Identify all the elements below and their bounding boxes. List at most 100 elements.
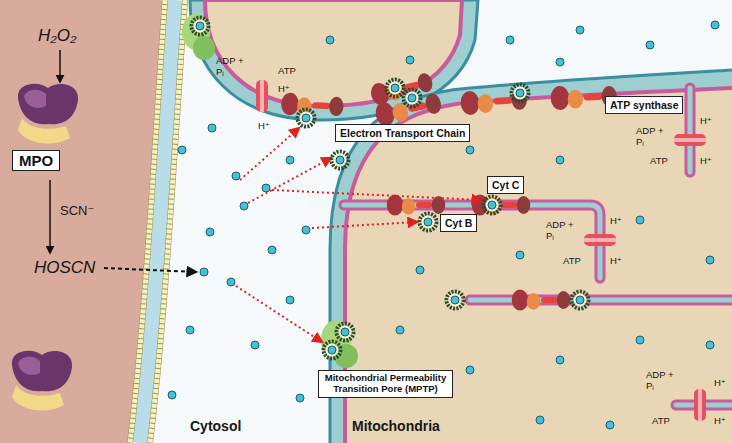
hoscn-dot bbox=[416, 266, 424, 274]
callout-box: ATP synthase bbox=[605, 96, 683, 114]
ion-label: H⁺ bbox=[714, 416, 726, 427]
hoscn-dot bbox=[208, 124, 216, 132]
reactant-label: ADP + Pᵢ bbox=[636, 126, 672, 147]
crista bbox=[470, 298, 732, 303]
hoscn-dot bbox=[576, 26, 584, 34]
attack-arrow bbox=[236, 286, 322, 342]
attack-arrow bbox=[312, 222, 417, 228]
molecule-label: H₂O₂ bbox=[38, 26, 76, 45]
crista bbox=[688, 88, 693, 172]
etc-complex bbox=[512, 290, 571, 311]
hoscn-dot bbox=[466, 366, 474, 374]
hoscn-dot bbox=[711, 21, 719, 29]
mptp-shape bbox=[193, 36, 215, 60]
ion-label: H⁺ bbox=[714, 378, 726, 389]
mpo-enzyme bbox=[18, 84, 78, 144]
hoscn-dot bbox=[466, 146, 474, 154]
bound-hoscn bbox=[572, 292, 589, 309]
hoscn-dot bbox=[406, 56, 414, 64]
attack-arrow bbox=[272, 190, 481, 200]
bound-hoscn bbox=[192, 18, 209, 35]
attack-arrow bbox=[248, 158, 331, 203]
enzyme-shape bbox=[18, 357, 40, 375]
box-text: Electron Transport Chain bbox=[340, 127, 465, 139]
box-text: MPO bbox=[19, 152, 53, 169]
reaction-arrow bbox=[59, 50, 61, 82]
bound-hoscn bbox=[512, 85, 529, 102]
ion-label: H⁺ bbox=[700, 116, 712, 127]
hoscn-dot bbox=[556, 156, 564, 164]
enzyme-shape bbox=[18, 84, 78, 125]
enzyme-shape bbox=[18, 118, 70, 144]
region-label: Cytosol bbox=[190, 419, 241, 435]
bound-hoscn bbox=[337, 324, 354, 341]
bound-hoscn bbox=[332, 152, 349, 169]
hoscn-dot bbox=[240, 202, 248, 210]
hoscn-dot bbox=[232, 172, 240, 180]
region-label: Mitochondria bbox=[352, 419, 440, 435]
bound-hoscn bbox=[298, 110, 315, 127]
hoscn-dot bbox=[516, 251, 524, 259]
product-label: ATP bbox=[652, 416, 670, 427]
bound-hoscn bbox=[484, 197, 501, 214]
callout-box: Cyt C bbox=[487, 176, 524, 194]
hoscn-dot bbox=[606, 421, 614, 429]
callout-box: Cyt B bbox=[440, 214, 477, 232]
ion-label: H⁺ bbox=[610, 256, 622, 267]
hoscn-dot bbox=[536, 416, 544, 424]
enzyme-shape bbox=[12, 351, 72, 392]
hoscn-dot bbox=[286, 296, 294, 304]
hoscn-dot bbox=[206, 228, 214, 236]
etc-complex bbox=[281, 92, 344, 118]
inner-membrane bbox=[205, 0, 462, 106]
crista bbox=[685, 88, 696, 172]
callout-box: Mitochondrial Permeability Transition Po… bbox=[318, 370, 453, 398]
bilayer-heads bbox=[150, 0, 185, 443]
atp-synthase-symbol bbox=[256, 80, 268, 112]
ion-label: H⁺ bbox=[610, 216, 622, 227]
enzyme-label-box: MPO bbox=[12, 150, 60, 171]
bound-hoscn bbox=[387, 80, 404, 97]
ion-label: SCN⁻ bbox=[60, 204, 94, 219]
hoscn-dot bbox=[506, 36, 514, 44]
product-label: ATP bbox=[650, 156, 668, 167]
hoscn-dot bbox=[636, 336, 644, 344]
enzyme-shape bbox=[12, 385, 64, 411]
mpo-enzyme bbox=[12, 351, 72, 411]
ion-label: H⁺ bbox=[278, 84, 290, 95]
box-text: Cyt B bbox=[445, 217, 472, 229]
hoscn-dot bbox=[706, 341, 714, 349]
hoscn-dot bbox=[268, 246, 276, 254]
box-text: Cyt C bbox=[492, 179, 519, 191]
hoscn-dot bbox=[296, 394, 304, 402]
ion-label: H⁺ bbox=[700, 156, 712, 167]
crista bbox=[344, 205, 600, 278]
product-label: ATP bbox=[563, 256, 581, 267]
attack-arrows bbox=[236, 128, 481, 342]
hoscn-dot bbox=[636, 216, 644, 224]
reactant-label: ADP + Pᵢ bbox=[646, 370, 682, 391]
hoscn-dot bbox=[178, 146, 186, 154]
molecule-label: HOSCN bbox=[34, 258, 95, 277]
box-text: Mitochondrial Permeability Transition Po… bbox=[323, 373, 448, 395]
attack-arrow bbox=[240, 128, 299, 180]
etc-complex bbox=[387, 195, 446, 216]
hoscn-dot bbox=[168, 391, 176, 399]
enzyme-shape bbox=[24, 90, 46, 108]
hoscn-dot bbox=[302, 226, 310, 234]
mitochondrion bbox=[321, 70, 732, 443]
etc-complex bbox=[472, 195, 531, 216]
atp-synthase-symbol bbox=[674, 134, 706, 146]
hoscn-dot bbox=[556, 58, 564, 66]
hoscn-dot bbox=[326, 36, 334, 44]
hoscn-dot bbox=[556, 356, 564, 364]
ion-label: H⁺ bbox=[258, 121, 270, 132]
crista bbox=[344, 205, 600, 278]
reactant-label: ADP + Pᵢ bbox=[216, 56, 252, 77]
atp-synthase-symbol bbox=[584, 234, 616, 246]
bound-hoscn bbox=[404, 90, 421, 107]
hoscn-dot bbox=[186, 326, 194, 334]
reactant-label: ADP + Pᵢ bbox=[546, 220, 582, 241]
hoscn-dot bbox=[646, 41, 654, 49]
